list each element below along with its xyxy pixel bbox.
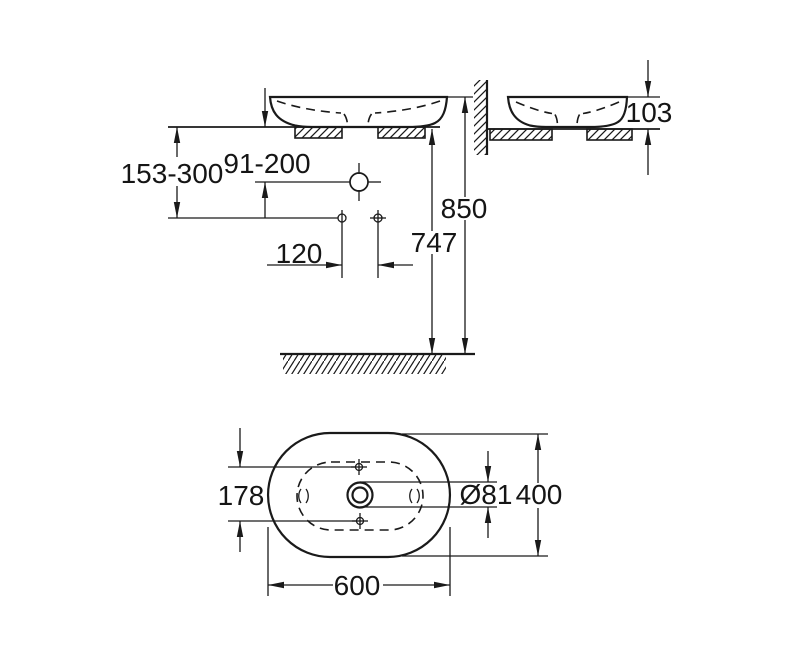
handle-holes — [168, 210, 386, 278]
arrow-up — [261, 182, 269, 198]
dim-label-91-200: 91-200 — [223, 148, 310, 179]
arrow-down — [644, 81, 652, 97]
top-view: 178 Ø81 400 — [218, 428, 563, 601]
dim-label-153-300: 153-300 — [121, 158, 224, 189]
arrow-right — [326, 261, 342, 269]
dim-label-178: 178 — [218, 480, 265, 511]
dim-basin-width: 600 — [267, 527, 451, 601]
arrow-up — [534, 434, 542, 450]
arrow-up — [236, 521, 244, 537]
overflow-mark-right-b — [416, 488, 420, 504]
spout-hole — [349, 163, 381, 201]
dim-hole-spacing: 120 — [267, 238, 413, 269]
dim-label-81: Ø81 — [460, 479, 513, 510]
basin-inner-dashed-left-side — [515, 101, 553, 115]
dim-counter-to-spout: 91-200 — [223, 88, 350, 218]
overflow-mark-left-b — [305, 488, 309, 504]
dim-drain-diameter: Ø81 — [360, 451, 512, 538]
arrow-up — [461, 97, 469, 113]
basin-drain-funnel-left-side — [554, 114, 559, 127]
side-view: 103 — [474, 60, 672, 175]
arrow-up — [644, 129, 652, 145]
floor-hatch — [283, 355, 446, 374]
basin-outline-side — [506, 95, 629, 129]
dim-label-400: 400 — [516, 479, 563, 510]
arrow-down — [534, 540, 542, 556]
dim-label-120: 120 — [276, 238, 323, 269]
dim-label-103: 103 — [626, 97, 673, 128]
arrow-down — [173, 202, 181, 218]
arrow-right — [434, 581, 450, 589]
basin-inner-dashed-top — [296, 461, 424, 531]
counter-section-right-side — [586, 128, 633, 141]
counter-section-left-side — [489, 128, 553, 141]
arrow-down — [261, 111, 269, 127]
dim-basin-depth: 400 — [402, 433, 563, 557]
arrow-left — [268, 581, 284, 589]
arrow-down — [461, 338, 469, 354]
arrow-up — [484, 507, 492, 523]
dim-label-747: 747 — [411, 227, 458, 258]
front-view: 153-300 91-200 120 747 — [121, 88, 488, 374]
dim-basin-height: 103 — [626, 60, 673, 175]
counter-section-right — [377, 126, 426, 139]
dim-hole-span: 178 — [218, 428, 356, 552]
dim-counter-to-holes: 153-300 — [121, 127, 224, 218]
basin-drain-funnel-right — [367, 113, 373, 127]
drain-inner-circle — [351, 486, 369, 504]
floor — [280, 352, 475, 374]
wall-hatch — [474, 80, 487, 155]
basin-drain-funnel-left — [343, 113, 349, 127]
overflow-mark-right-a — [409, 488, 413, 504]
spout-hole-circle — [349, 172, 369, 192]
arrow-down — [236, 451, 244, 467]
arrow-down — [428, 338, 436, 354]
dim-label-850: 850 — [441, 193, 488, 224]
basin-inner-dashed-right-side — [582, 101, 620, 115]
overflow-marks — [298, 488, 420, 504]
dim-rim-height: 850 — [441, 97, 488, 354]
basin-outline-front — [268, 95, 449, 129]
arrow-left — [378, 261, 394, 269]
dim-label-600: 600 — [334, 570, 381, 601]
arrow-up — [428, 129, 436, 145]
basin-drain-funnel-right-side — [576, 114, 581, 127]
basin-inner-dashed-right — [374, 100, 441, 114]
basin-inner-dashed-left — [276, 100, 342, 114]
dim-counter-height: 747 — [411, 129, 458, 354]
counter-section-left — [294, 126, 343, 139]
arrow-up — [173, 127, 181, 143]
arrow-down — [484, 466, 492, 482]
overflow-mark-left-a — [298, 488, 302, 504]
